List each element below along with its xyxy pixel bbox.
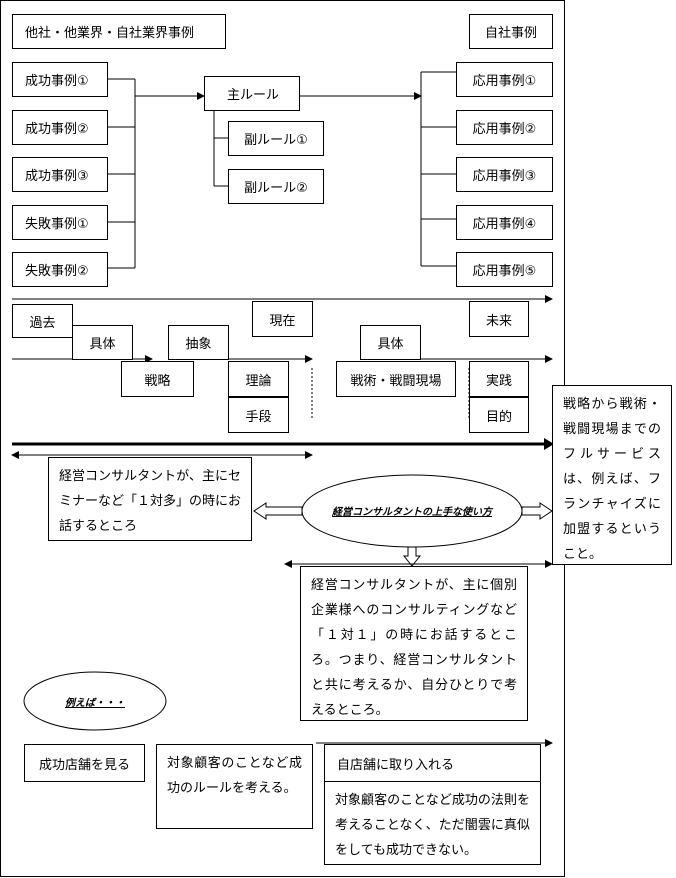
- timeline-tactics: 戦術・戦闘現場: [336, 361, 456, 397]
- case-success-2: 成功事例②: [12, 110, 108, 145]
- timeline-purpose: 目的: [469, 397, 529, 433]
- see-success-store: 成功店舗を見る: [24, 744, 145, 782]
- application-case-1: 応用事例①: [456, 62, 553, 97]
- warning-no-imitation: 対象顧客のことなど成功の法則を考えることなく、ただ闇雲に真似をしても成功できない…: [324, 781, 541, 865]
- case-success-3: 成功事例③: [12, 157, 108, 192]
- header-own-company: 自社事例: [469, 14, 553, 49]
- application-case-5: 応用事例⑤: [456, 252, 553, 287]
- sub-rule-2: 副ルール②: [228, 169, 324, 204]
- application-case-4: 応用事例④: [456, 205, 553, 240]
- note-individual: 経営コンサルタントが、主に個別企業様へのコンサルティングなど「１対１」の時にお話…: [300, 566, 528, 721]
- case-failure-1: 失敗事例①: [12, 205, 108, 240]
- application-case-2: 応用事例②: [456, 110, 553, 145]
- oval-consultant-usage-label: 経営コンサルタントの上手な使い方: [332, 507, 492, 518]
- application-case-3: 応用事例③: [456, 157, 553, 192]
- sub-rule-1: 副ルール①: [228, 121, 324, 156]
- main-rule: 主ルール: [204, 76, 300, 111]
- timeline-strategy: 戦略: [121, 361, 194, 397]
- adopt-to-own-store: 自店舗に取り入れる: [324, 744, 541, 782]
- timeline-means: 手段: [228, 397, 289, 433]
- case-success-1: 成功事例①: [12, 62, 108, 97]
- timeline-concrete-2: 具体: [360, 325, 421, 360]
- oval-example-label: 例えば・・・: [65, 698, 125, 709]
- timeline-concrete-1: 具体: [72, 325, 133, 360]
- timeline-future: 未来: [469, 301, 529, 337]
- timeline-practice: 実践: [469, 361, 529, 397]
- case-failure-2: 失敗事例②: [12, 252, 108, 287]
- timeline-present: 現在: [252, 301, 313, 337]
- note-seminar: 経営コンサルタントが、主にセミナーなど「１対多」の時にお話するところ: [48, 457, 252, 541]
- timeline-theory: 理論: [228, 361, 289, 397]
- think-success-rule: 対象顧客のことなど成功のルールを考える。: [156, 744, 313, 829]
- note-full-service: 戦略から戦術・戦闘現場までのフルサービスは、例えば、フランチャイズに加盟するとい…: [552, 385, 672, 565]
- timeline-abstract: 抽象: [168, 325, 229, 360]
- timeline-past: 過去: [12, 304, 73, 338]
- header-other-companies: 他社・他業界・自社業界事例: [12, 14, 226, 49]
